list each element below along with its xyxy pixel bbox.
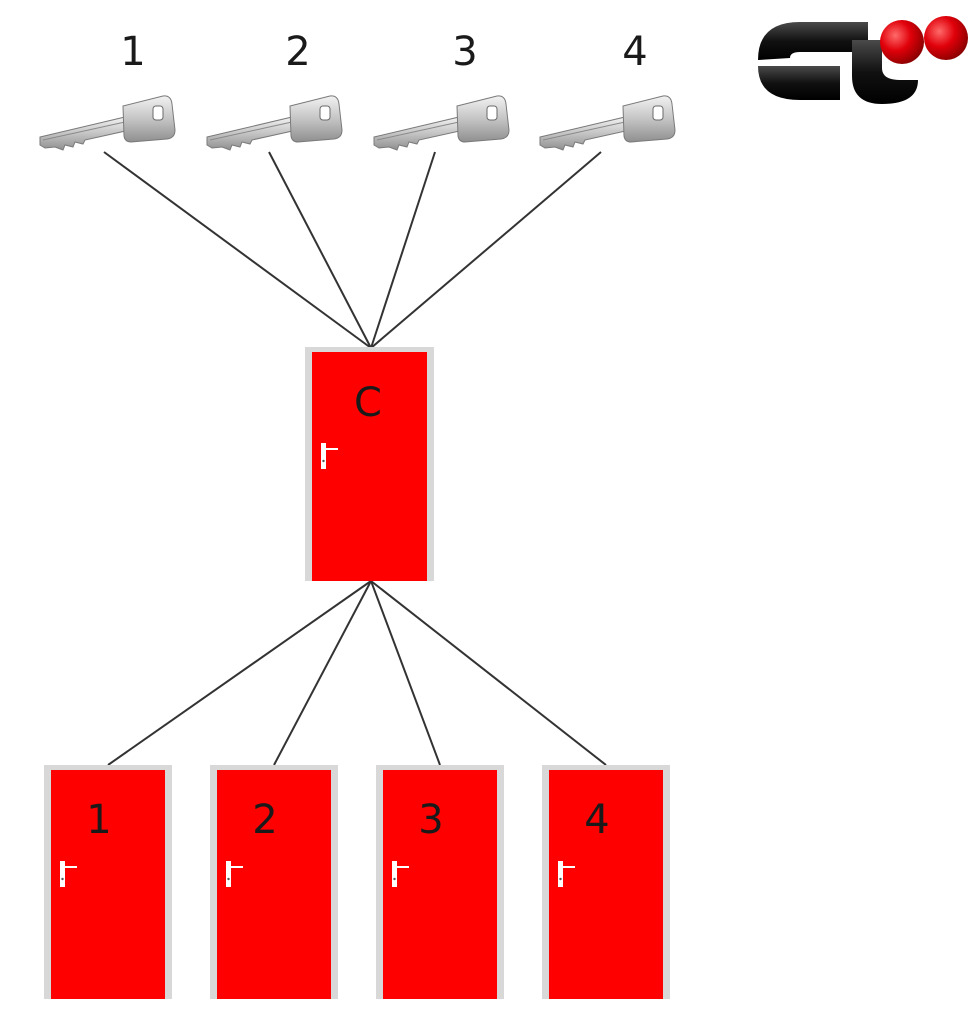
door-3-connector [370,580,441,766]
door-icon: 1 [44,765,172,999]
central-door-group: C [305,347,434,581]
door-icon: 3 [376,765,504,999]
door-1-connector [107,580,372,766]
door-icon: 4 [542,765,670,999]
door-keyhole [559,877,562,881]
key-icon [39,95,176,151]
logo-u-bowl [852,40,918,104]
key-label: 3 [452,29,477,75]
door-label: 1 [86,797,111,843]
door-icon: C [305,347,434,581]
logo-red-dot-left [880,20,924,64]
key-label: 4 [622,29,647,75]
brand-logo: SU [758,16,968,104]
door-handle-lever [397,866,409,868]
door-icon: 2 [210,765,338,999]
key-4-connector [370,151,602,349]
connection-lines [103,151,607,766]
key-item: 4 [539,29,676,151]
door-label: C [354,380,382,426]
door-keyhole [322,459,325,463]
door-handle-plate [558,861,563,887]
door-panel [312,352,427,581]
logo-u-shape [758,66,840,100]
door-panel [217,770,331,999]
door-row: 1 2 3 4 [44,765,670,999]
key-1-connector [103,151,372,349]
door-panel [51,770,165,999]
key-label: 1 [120,29,145,75]
logo-red-dot-right [924,16,968,60]
door-4-connector [370,580,607,766]
key-icon [206,95,343,151]
door-handle-plate [60,861,65,887]
key-row: 1 2 3 4 [39,29,676,151]
key-icon [539,95,676,151]
door-handle-lever [563,866,575,868]
key-2-connector [268,151,372,349]
door-label: 4 [584,797,609,843]
door-keyhole [393,877,396,881]
door-handle-plate [321,443,326,469]
key-item: 2 [206,29,343,151]
door-keyhole [61,877,64,881]
door-keyhole [227,877,230,881]
key-item: 3 [373,29,510,151]
logo-s-shape [758,22,868,60]
door-handle-plate [226,861,231,887]
door-2-connector [273,580,372,766]
key-3-connector [370,151,436,349]
door-label: 3 [418,797,443,843]
key-icon [373,95,510,151]
key-item: 1 [39,29,176,151]
key-label: 2 [285,29,310,75]
door-handle-lever [65,866,77,868]
door-label: 2 [252,797,277,843]
door-panel [383,770,497,999]
door-handle-lever [326,448,338,450]
door-handle-plate [392,861,397,887]
door-handle-lever [231,866,243,868]
door-panel [549,770,663,999]
